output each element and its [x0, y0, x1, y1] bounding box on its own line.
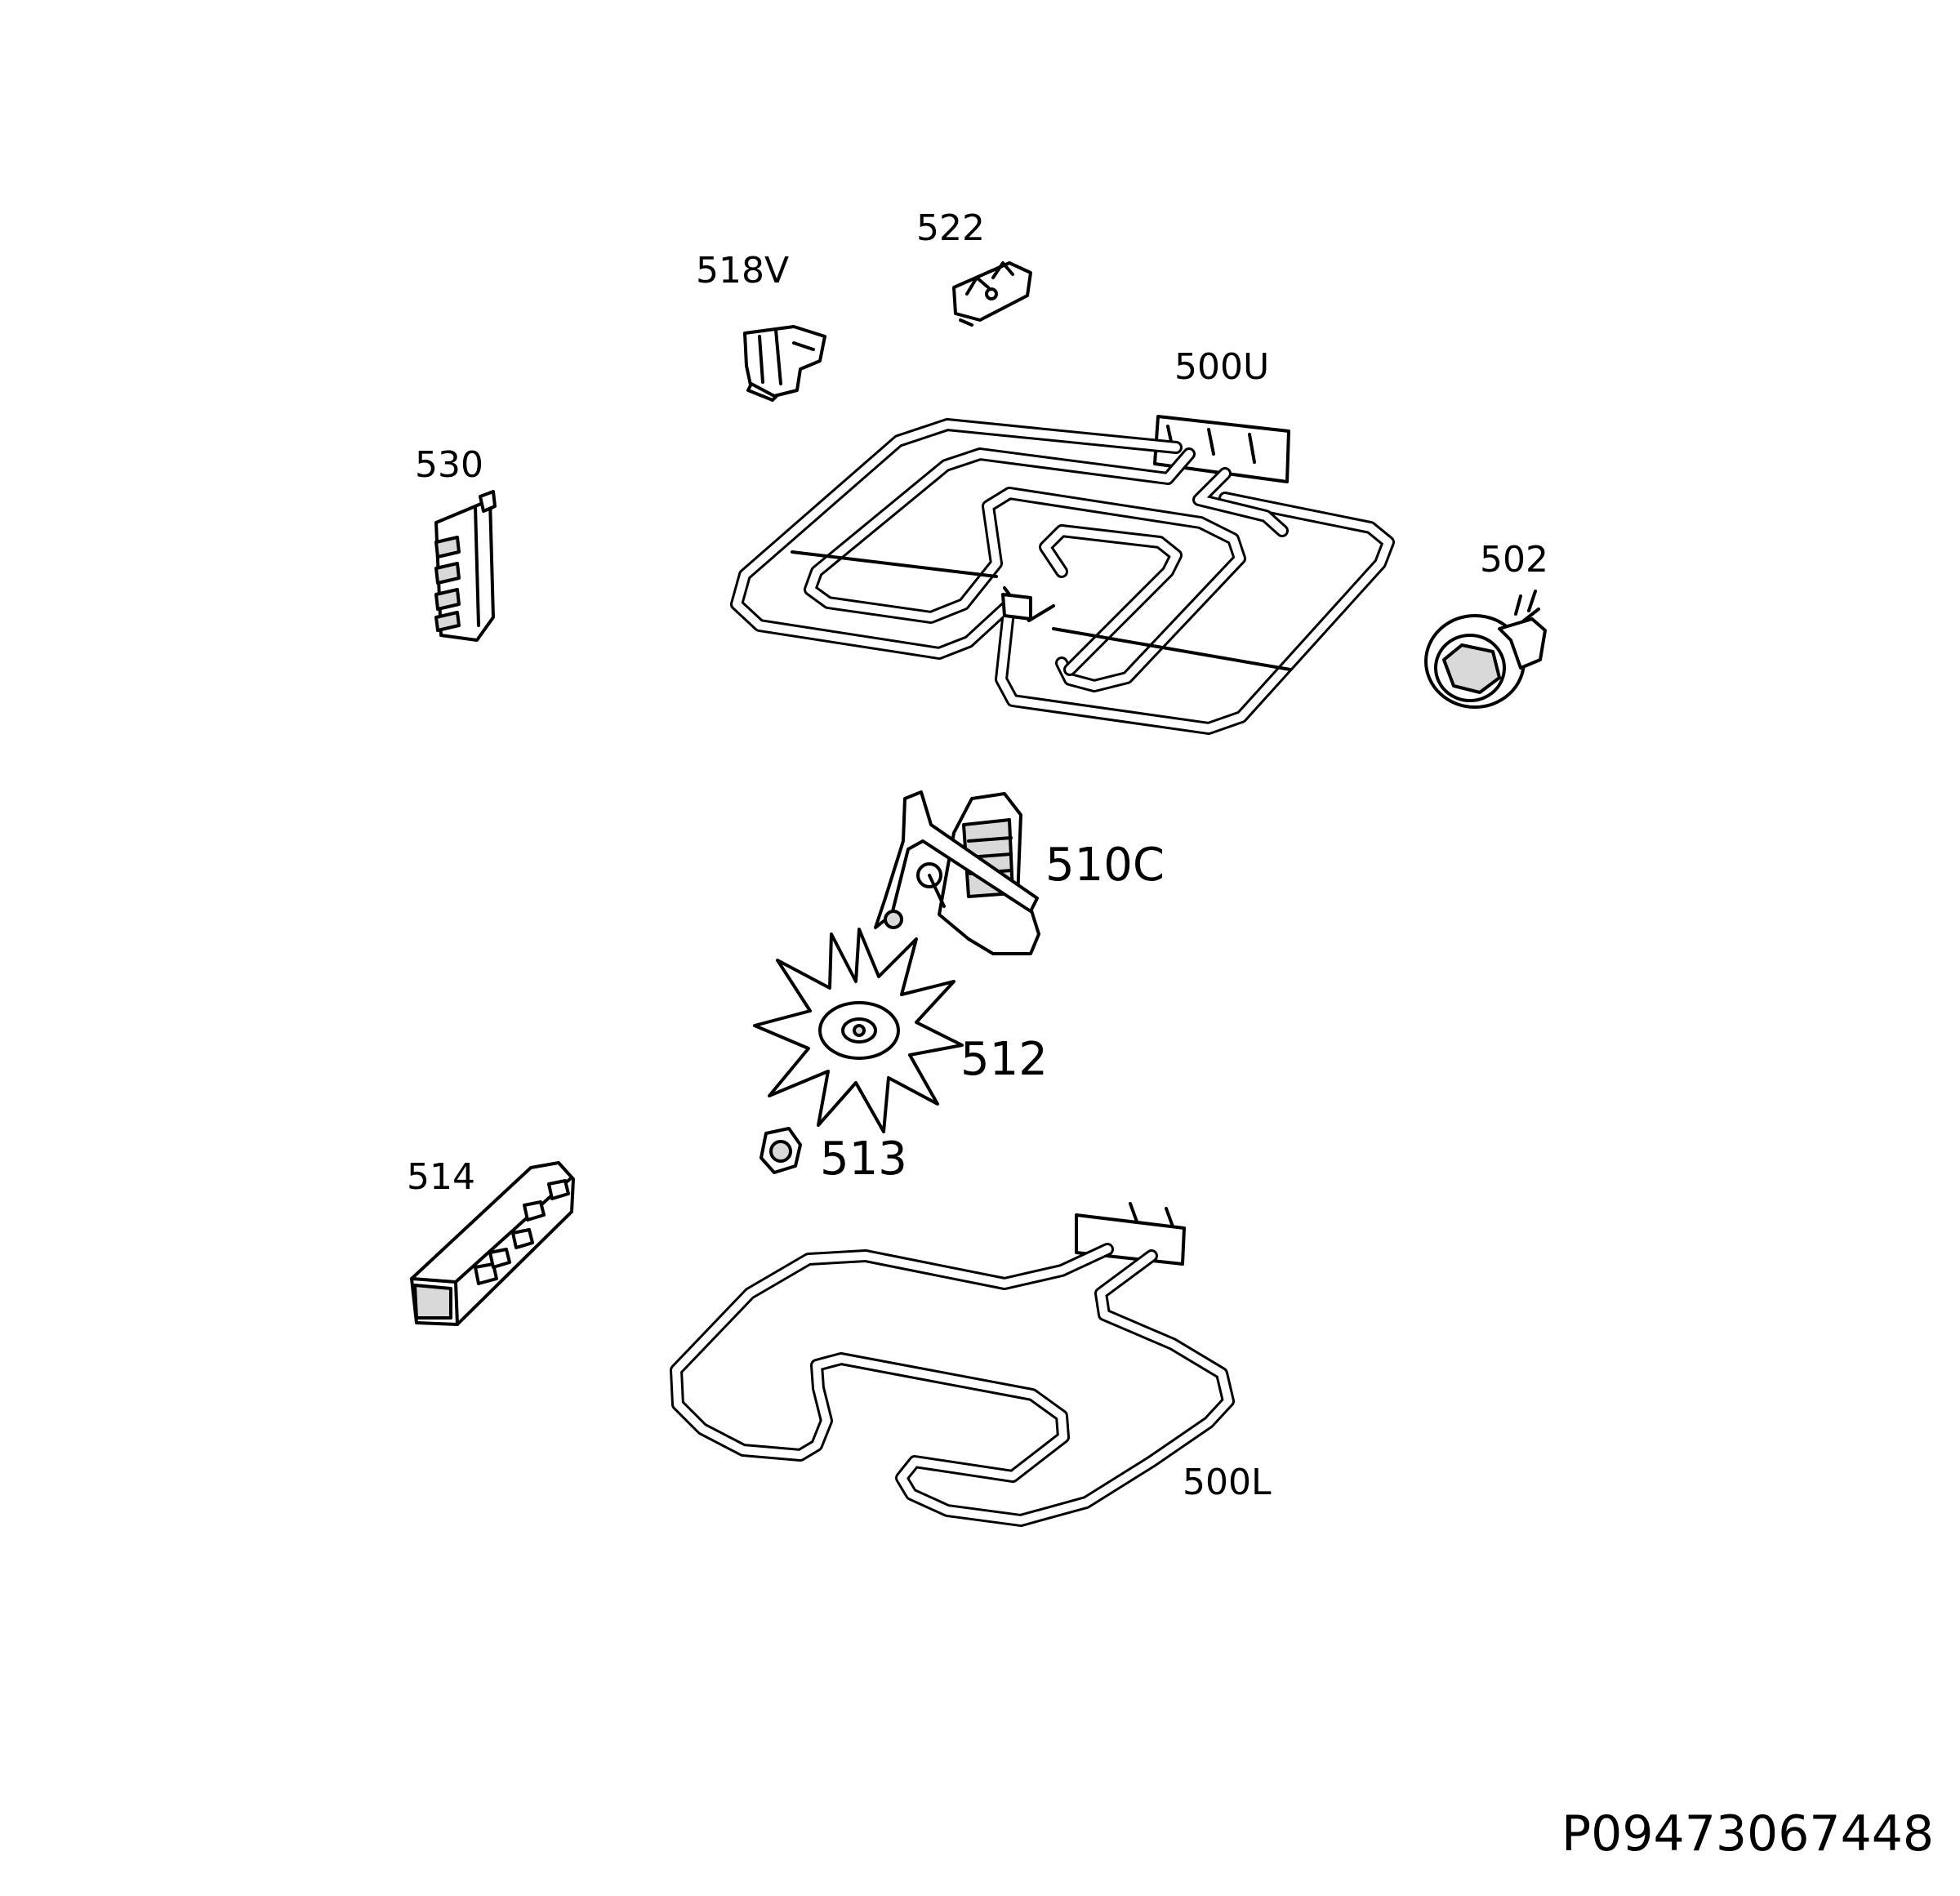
label-512: 512 [960, 1033, 1048, 1086]
part-512-fan-blade [753, 928, 964, 1133]
label-522: 522 [916, 207, 985, 249]
part-530-terminal-block [434, 490, 497, 642]
label-513: 513 [820, 1133, 907, 1186]
part-510C-fan-motor [874, 790, 1040, 955]
label-514: 514 [407, 1156, 475, 1198]
part-513-nut [760, 1127, 802, 1174]
part-518V-switch [743, 325, 826, 402]
label-502: 502 [1480, 539, 1548, 581]
label-530: 530 [415, 444, 483, 486]
drawing-code: P09473067448 [1561, 1805, 1934, 1863]
label-518V: 518V [696, 250, 789, 292]
part-522-terminal [952, 261, 1032, 327]
part-500U-upper-heating-element [730, 415, 1395, 735]
part-500L-lower-heating-element [670, 1202, 1235, 1527]
label-500L: 500L [1183, 1462, 1272, 1503]
label-500U: 500U [1174, 346, 1269, 388]
part-514-igniter [410, 1161, 575, 1326]
label-510C: 510C [1045, 839, 1165, 892]
part-502-thermostat [1424, 590, 1547, 709]
